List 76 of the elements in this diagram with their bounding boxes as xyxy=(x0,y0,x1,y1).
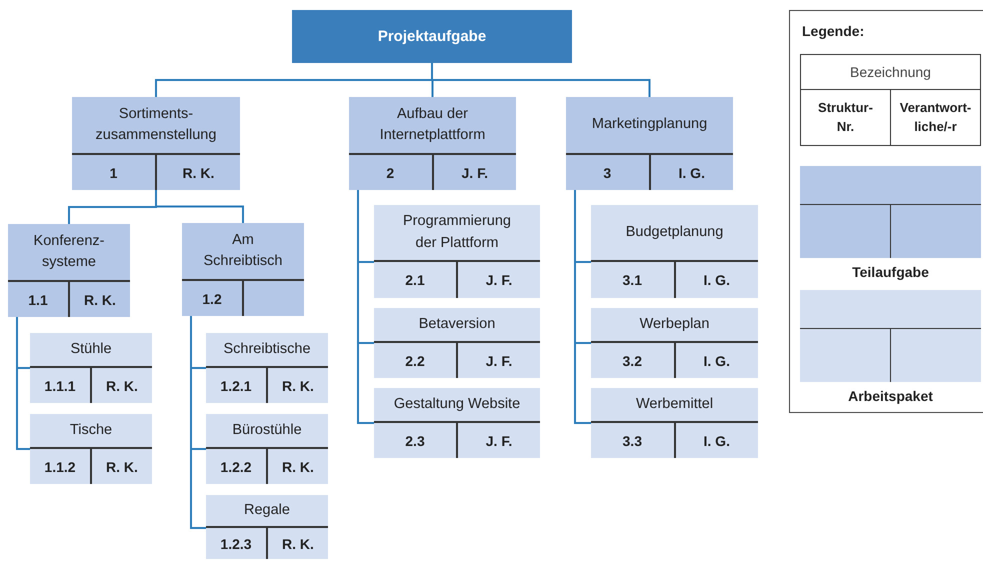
work-package-box xyxy=(206,495,328,559)
task-title: Schreibtische xyxy=(223,340,311,359)
work-package-box xyxy=(30,333,152,403)
structure-number: 2.2 xyxy=(405,352,425,368)
responsible-initials: R. K. xyxy=(182,164,214,180)
task-title: Konferenz-systeme xyxy=(32,232,106,272)
task-title: Budgetplanung xyxy=(626,222,724,242)
responsible-initials: I. G. xyxy=(704,272,730,288)
work-package-box xyxy=(206,333,328,403)
responsible-initials: I. G. xyxy=(704,432,730,448)
connector-line xyxy=(431,63,650,97)
legend-heading: Legende: xyxy=(802,23,864,39)
responsible-initials: R. K. xyxy=(106,458,138,474)
subtask-box xyxy=(182,223,304,316)
responsible-initials: R. K. xyxy=(84,292,116,308)
responsible-initials: R. K. xyxy=(282,536,314,552)
work-package-box xyxy=(206,414,328,484)
task-title: Aufbau der Internetplattform xyxy=(378,104,486,145)
box-title: Projektaufgabe xyxy=(378,28,486,45)
task-title: Tische xyxy=(70,420,112,440)
structure-number: 1.1.1 xyxy=(44,378,76,394)
connector-line xyxy=(155,190,244,223)
structure-number: 1 xyxy=(110,164,118,180)
responsible-initials: I. G. xyxy=(704,352,730,368)
key-title: Bezeichnung xyxy=(850,64,931,80)
task-title: Werbeplan xyxy=(640,314,710,334)
task-title: Am Schreibtisch xyxy=(202,230,284,271)
connector-line xyxy=(574,190,591,424)
legend-label: Arbeitspaket xyxy=(847,388,934,404)
subtask-box xyxy=(349,97,516,190)
key-responsible: Verantwort-liche/-r xyxy=(898,99,972,136)
task-title: Sortiments-zusammenstellung xyxy=(94,104,218,145)
structure-number: 1.2.3 xyxy=(220,536,252,552)
task-title: Programmierung der Plattform xyxy=(402,212,512,252)
task-title: Werbemittel xyxy=(636,394,714,414)
structure-number: 1.2 xyxy=(202,290,222,306)
legend-label: Teilaufgabe xyxy=(851,264,930,280)
work-package-box xyxy=(374,205,540,298)
key-number: Struktur-Nr. xyxy=(817,99,874,136)
responsible-initials: I. G. xyxy=(678,164,705,180)
structure-number: 2 xyxy=(386,164,394,180)
subtask-box xyxy=(72,97,240,190)
task-title: Regale xyxy=(244,500,290,520)
work-package-box xyxy=(374,308,540,378)
work-package-box xyxy=(30,414,152,484)
structure-number: 2.3 xyxy=(405,432,425,448)
connector-line xyxy=(357,190,374,424)
task-title: Stühle xyxy=(70,340,112,359)
subtask-box xyxy=(566,97,733,190)
work-package-box xyxy=(591,308,758,378)
structure-number: 3.3 xyxy=(622,432,642,448)
structure-number: 1.1.2 xyxy=(44,458,76,474)
responsible-initials: J. F. xyxy=(486,352,512,368)
structure-number: 1.2.1 xyxy=(220,378,252,394)
work-package-box xyxy=(591,388,758,458)
responsible-initials: R. K. xyxy=(282,378,314,394)
structure-number: 3.2 xyxy=(622,352,642,368)
subtask-box xyxy=(8,224,130,317)
task-title: Gestaltung Website xyxy=(394,394,520,414)
work-package-box xyxy=(374,388,540,458)
work-package-box xyxy=(591,205,758,298)
structure-number: 1.1 xyxy=(28,292,48,308)
responsible-initials: R. K. xyxy=(106,378,138,394)
responsible-initials: J. F. xyxy=(486,272,512,288)
connector-line xyxy=(190,316,206,529)
structure-number: 3 xyxy=(603,164,612,180)
responsible-initials: R. K. xyxy=(282,458,314,474)
task-title: Marketingplanung xyxy=(592,115,708,134)
responsible-initials: J. F. xyxy=(486,432,512,448)
task-title: Betaversion xyxy=(418,314,496,334)
structure-number: 1.2.2 xyxy=(220,458,252,474)
structure-number: 2.1 xyxy=(405,272,425,288)
responsible-initials: J. F. xyxy=(462,164,488,180)
structure-number: 3.1 xyxy=(622,272,642,288)
project-box xyxy=(292,10,572,63)
task-title: Bürostühle xyxy=(232,420,302,440)
